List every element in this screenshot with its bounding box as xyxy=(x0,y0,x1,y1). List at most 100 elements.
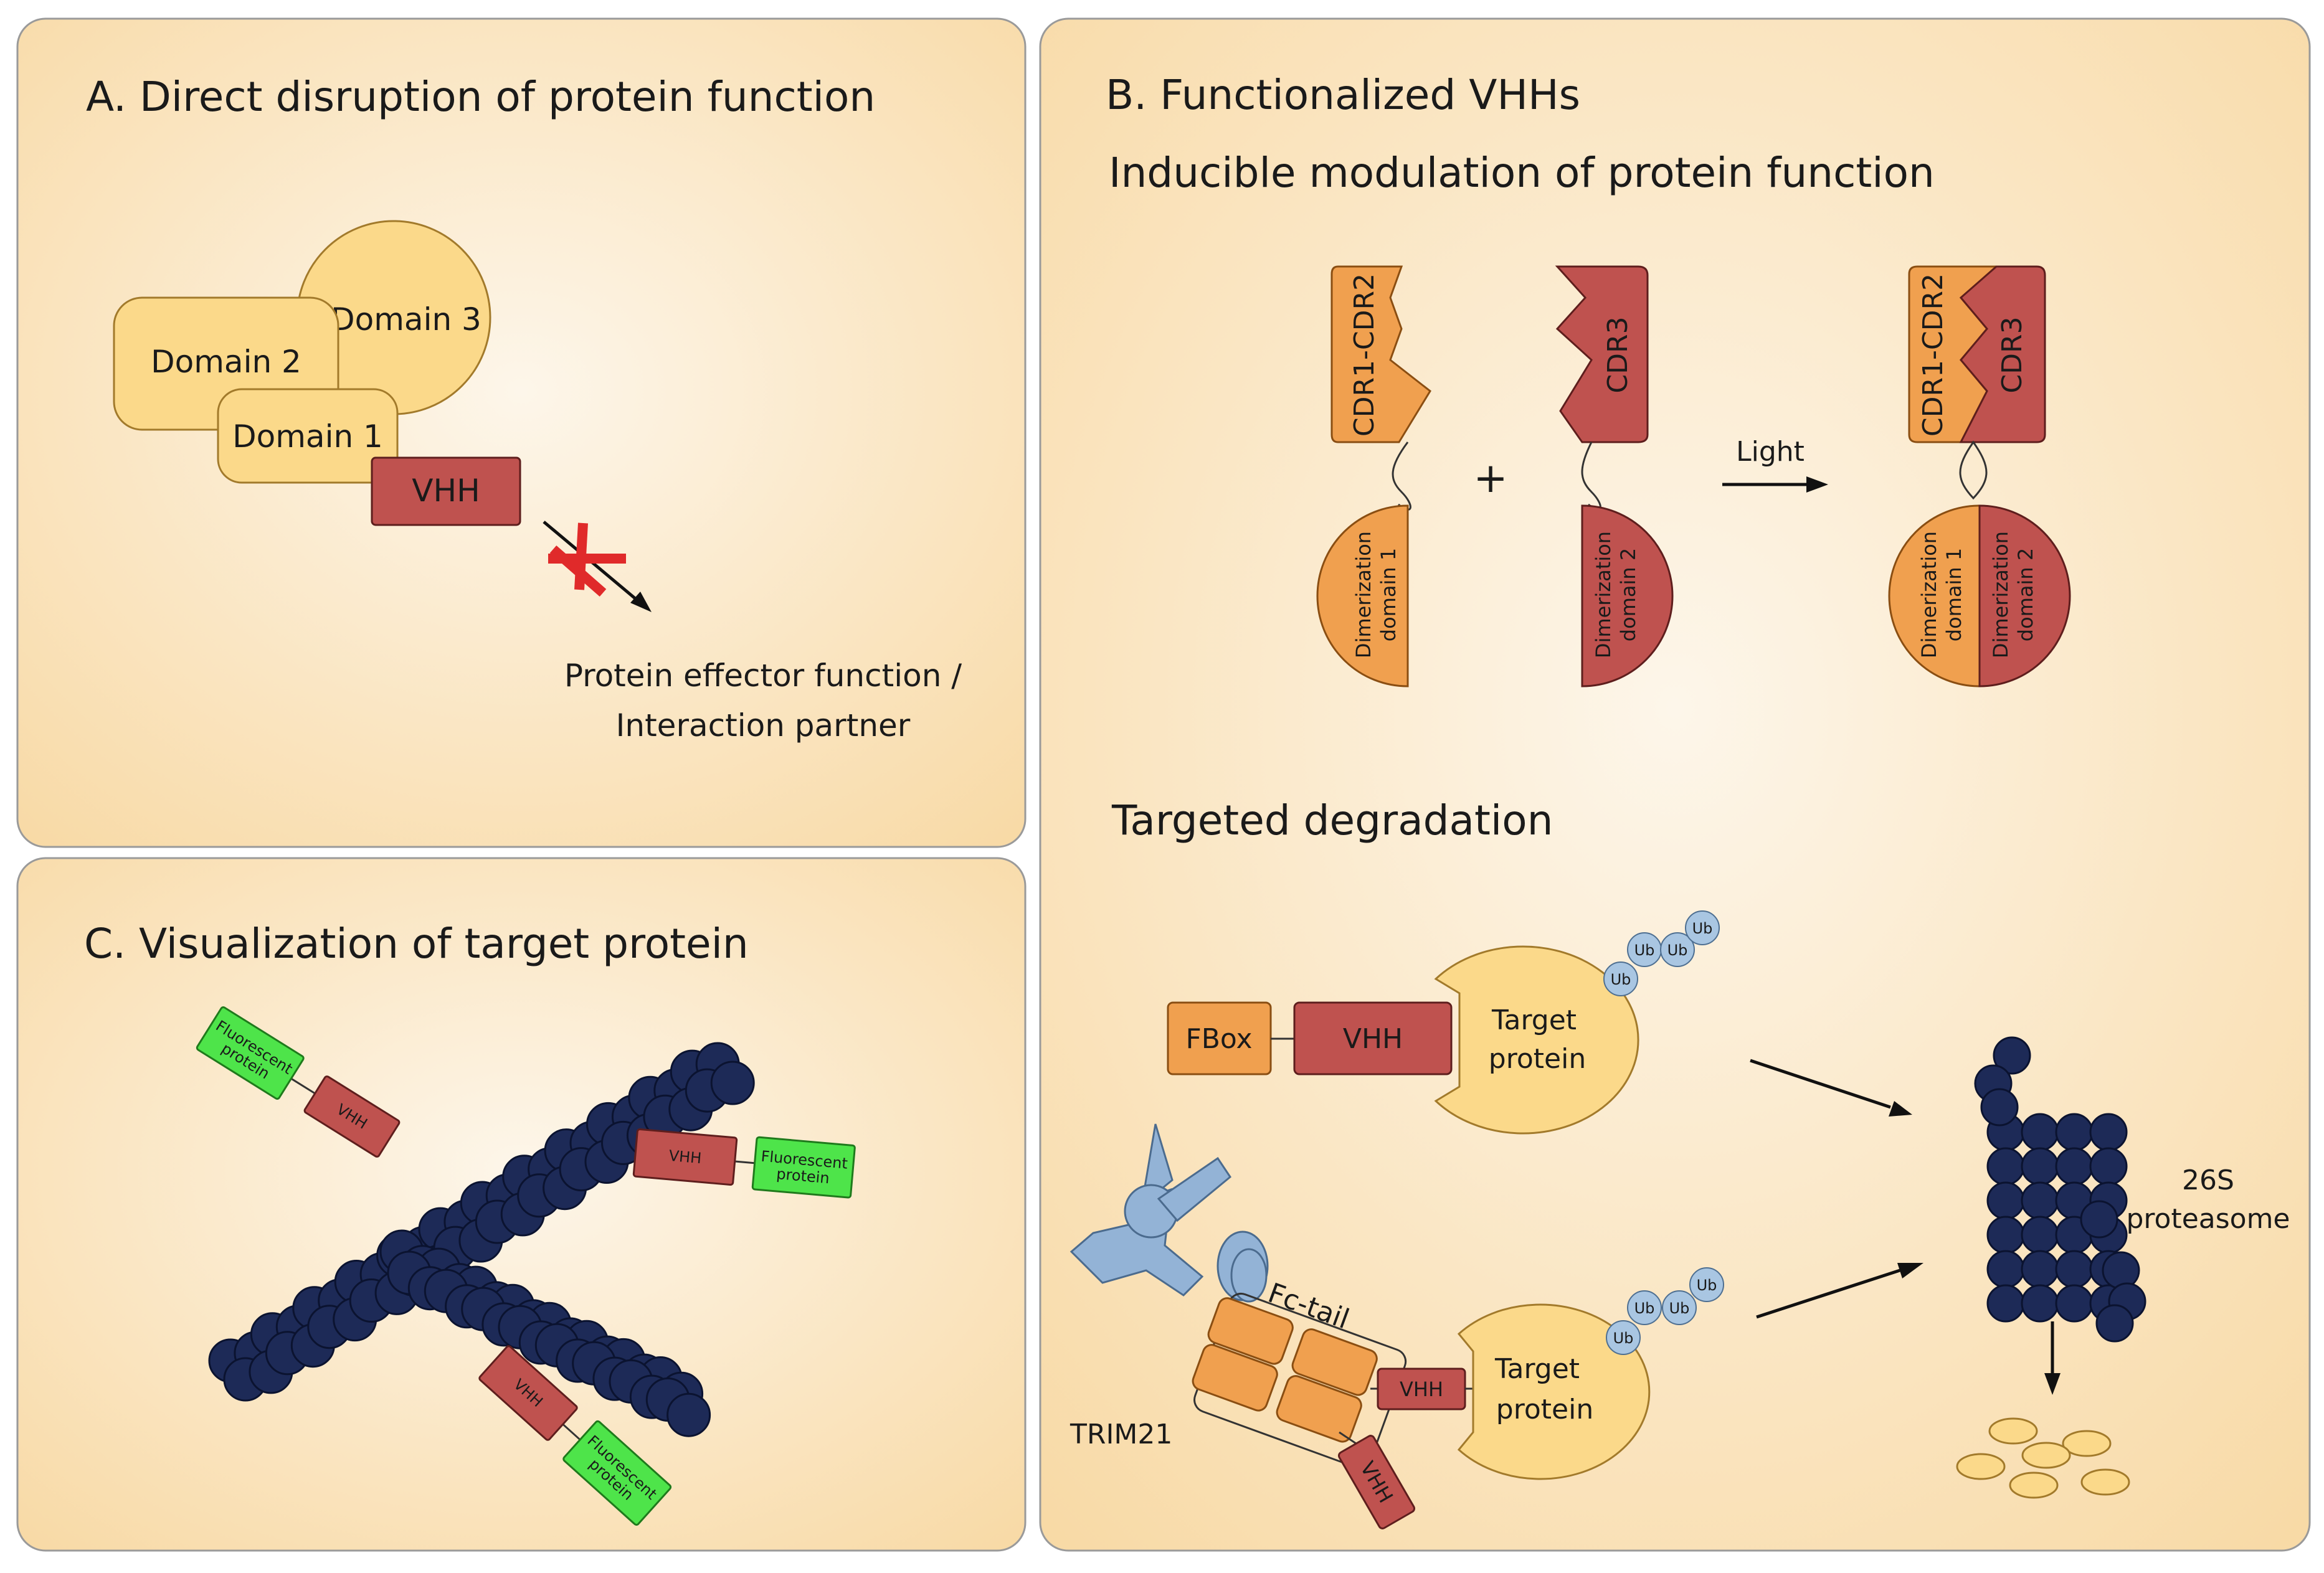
trim-vhh-2-shape xyxy=(1337,1435,1416,1529)
proteasome-bead xyxy=(2021,1113,2059,1151)
peptide-4 xyxy=(1956,1453,2006,1480)
fluor-tag-3 xyxy=(562,1420,672,1526)
proteasome-label-2: proteasome xyxy=(2126,1203,2290,1235)
assembled-cdr3-label: CDR3 xyxy=(1996,316,2028,393)
linker-assembled xyxy=(1959,440,1988,500)
proteasome-bead xyxy=(2089,1147,2128,1186)
construct-assembled: CDR1-CDR2 CDR3 Dimerization domain 1 Dim… xyxy=(1888,265,2071,687)
fbox-arrow-head xyxy=(1889,1101,1912,1117)
trim21-label: TRIM21 xyxy=(1070,1419,1172,1450)
trim-to-proteasome-arrow xyxy=(1756,1268,1900,1319)
target-protein-2-shape xyxy=(1457,1303,1651,1480)
panel-b: B. Functionalized VHHs Inducible modulat… xyxy=(1039,17,2311,1552)
fbox-vhh-label: VHH xyxy=(1343,1023,1403,1055)
effector-arrow-head xyxy=(630,592,652,612)
proteasome-bead xyxy=(2055,1147,2094,1186)
vhh-tag-2 xyxy=(632,1128,738,1186)
fbox-to-proteasome-arrow xyxy=(1750,1059,1891,1109)
peptide-5 xyxy=(2009,1471,2059,1499)
proteasome-bead xyxy=(1986,1147,2025,1186)
target-protein-2-label-1: Target xyxy=(1494,1353,1580,1385)
proteasome-bead xyxy=(2055,1284,2094,1323)
ub-2b-label: Ub xyxy=(1634,1300,1655,1317)
fc-tail: Fc-tail xyxy=(1192,1277,1407,1469)
cdr12-shape xyxy=(1330,265,1431,443)
cdr3-label: CDR3 xyxy=(1602,316,1634,393)
domain-2-label: Domain 2 xyxy=(151,344,301,380)
trim21-shape xyxy=(1070,1123,1269,1303)
fluor-tag-2 xyxy=(751,1136,856,1199)
construct-cdr12: CDR1-CDR2 Dimerization domain 1 xyxy=(1316,265,1431,687)
microtubule-filaments xyxy=(208,1042,755,1437)
construct-cdr3: CDR3 Dimerization domain 2 xyxy=(1555,265,1674,687)
block-x-icon xyxy=(548,522,626,597)
target-protein-1-label-2: protein xyxy=(1489,1043,1586,1075)
ub-1d xyxy=(1685,910,1720,945)
assembled-dim1-label-1: Dimerization xyxy=(1917,531,1941,658)
ub-2b xyxy=(1627,1290,1662,1325)
panel-a-title: A. Direct disruption of protein function xyxy=(86,73,875,121)
ub-1d-label: Ub xyxy=(1692,920,1713,937)
degradation-arrow-head xyxy=(2044,1373,2061,1395)
ub-1b-label: Ub xyxy=(1634,942,1655,959)
ub-1c xyxy=(1660,932,1695,967)
proteasome-bead xyxy=(2055,1250,2094,1288)
vhh-tag-3 xyxy=(478,1345,578,1441)
ub-1a xyxy=(1603,961,1638,996)
fc-block-3 xyxy=(1192,1344,1278,1412)
target-protein-2-label-2: protein xyxy=(1496,1394,1593,1425)
light-label: Light xyxy=(1736,436,1805,468)
proteasome-bead xyxy=(2089,1113,2128,1151)
proteasome-bead xyxy=(1986,1216,2025,1254)
proteasome-bead xyxy=(2021,1216,2059,1254)
vhh-label: VHH xyxy=(412,473,480,509)
cdr3-shape xyxy=(1555,265,1649,443)
assembled-dim2-label-1: Dimerization xyxy=(1989,531,2013,658)
domain-1-shape xyxy=(217,388,399,484)
proteasome-cap-bead xyxy=(2095,1304,2134,1343)
peptide-6 xyxy=(2080,1468,2130,1496)
trim21-pathway: TRIM21 Fc-tail VHH VHH Target protein xyxy=(1070,1123,1923,1529)
proteasome-bead xyxy=(2021,1181,2059,1220)
ubiquitin-chain-1: Ub Ub Ub Ub xyxy=(1603,910,1720,996)
panel-c-title: C. Visualization of target protein xyxy=(84,920,749,968)
fc-block-4 xyxy=(1276,1375,1362,1443)
peptide-2 xyxy=(2062,1430,2112,1457)
proteasome-bead xyxy=(2021,1284,2059,1323)
trim-arrow-head xyxy=(1897,1263,1923,1278)
effector-label-line2: Interaction partner xyxy=(616,707,911,744)
assembled-dim1-label-2: domain 1 xyxy=(1942,548,1966,641)
assembled-dim2-label-2: domain 2 xyxy=(2014,548,2037,641)
proteasome-bead xyxy=(1986,1250,2025,1288)
ub-2d xyxy=(1689,1267,1724,1302)
proteasome-cap-bead xyxy=(1993,1036,2031,1075)
microtubule-bead xyxy=(710,1060,755,1105)
assembled-dim1-shape xyxy=(1888,504,1981,687)
effector-label-line1: Protein effector function / xyxy=(564,658,962,694)
vhh-tag-1 xyxy=(303,1075,401,1158)
proteasome-bead xyxy=(1986,1181,2025,1220)
dim1-shape xyxy=(1316,504,1409,687)
degradation-title: Targeted degradation xyxy=(1111,796,1553,844)
dim2-label-2: domain 2 xyxy=(1616,548,1640,641)
ub-2c xyxy=(1662,1290,1697,1325)
target-protein-1-label-1: Target xyxy=(1491,1004,1577,1036)
assembled-dim2-shape xyxy=(1978,504,2071,687)
microtubule-bead xyxy=(666,1392,711,1437)
panel-c: C. Visualization of target protein VHH F… xyxy=(16,857,1027,1552)
fc-block-1 xyxy=(1207,1297,1294,1365)
vhh-fluor-tag-2: VHH Fluorescent protein xyxy=(632,1128,856,1199)
proteasome-bead xyxy=(1986,1284,2025,1323)
proteasome-beads xyxy=(1974,1036,2146,1343)
fbox-vhh-shape xyxy=(1293,1001,1453,1075)
panel-a-background xyxy=(16,17,1027,848)
dim2-label-1: Dimerization xyxy=(1591,531,1615,658)
target-protein-1-shape xyxy=(1434,945,1639,1135)
peptide-fragments xyxy=(1956,1417,2130,1499)
vhh-tag-2-label: VHH xyxy=(668,1147,703,1167)
ub-2d-label: Ub xyxy=(1697,1277,1717,1294)
domain-3-label: Domain 3 xyxy=(331,301,481,338)
proteasome-cap-bead xyxy=(2080,1200,2118,1239)
dim2-shape xyxy=(1581,504,1674,687)
